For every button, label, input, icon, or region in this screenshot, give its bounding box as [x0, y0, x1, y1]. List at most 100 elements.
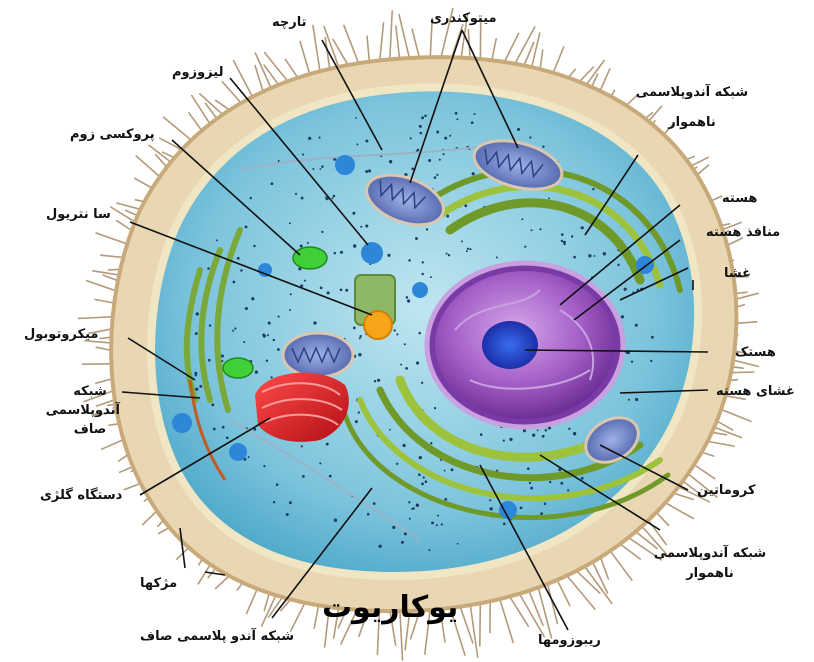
ribosome-dot: [289, 501, 292, 504]
ribosome-dot: [588, 254, 591, 257]
ribosome-dot: [628, 399, 630, 401]
ribosome-dot: [312, 168, 314, 170]
ribosome-dot: [358, 411, 360, 413]
ribosome-dot: [286, 513, 289, 516]
label-rough-er-bottom: شبکه آندوپلاسمی ناهموار: [640, 544, 780, 584]
ribosome-dot: [360, 226, 362, 228]
ribosome-dot: [270, 376, 272, 378]
ribosome-dot: [357, 143, 359, 145]
label-nucleolus: هستک: [735, 344, 776, 362]
ribosome-dot: [277, 348, 280, 351]
label-nuclear-pores: منافذ هسته: [706, 224, 780, 242]
ribosome-dot: [416, 504, 419, 507]
cilium: [380, 23, 384, 63]
ribosome-dot: [521, 218, 523, 220]
ribosome-dot: [253, 245, 255, 247]
ribosome-dot: [417, 149, 420, 152]
lysosome: [361, 242, 383, 264]
ribosome-dot: [415, 237, 418, 240]
ribosome-dot: [300, 244, 303, 247]
label-membrane: غشا: [724, 265, 751, 283]
ribosome-dot: [245, 307, 248, 310]
ribosome-dot: [421, 382, 423, 384]
ribosome-dot: [532, 434, 535, 437]
cilium: [344, 25, 360, 66]
cilium: [556, 578, 570, 606]
ribosome-dot: [561, 233, 564, 236]
label-smooth-er-bottom: شبکه آندو پلاسمی صاف: [140, 628, 294, 646]
ribosome-dot: [278, 316, 280, 318]
ribosome-dot: [529, 482, 531, 484]
ribosome-dot: [255, 370, 258, 373]
ribosome-dot: [509, 438, 512, 441]
ribosome-dot: [222, 426, 225, 429]
ribosome-dot: [365, 170, 368, 173]
ribosome-dot: [421, 273, 423, 275]
cilium: [470, 606, 477, 658]
cilium: [480, 604, 481, 646]
ribosome-dot: [334, 519, 337, 522]
ribosome-dot: [290, 293, 292, 295]
ribosome-dot: [396, 463, 398, 465]
ribosome-dot: [567, 489, 569, 491]
ribosome-dot: [472, 172, 475, 175]
ribosome-dot: [428, 159, 431, 162]
ribosome-dot: [436, 131, 439, 134]
ribosome-dot: [464, 204, 467, 207]
peroxisome: [293, 247, 327, 269]
ribosome-dot: [416, 361, 419, 364]
ribosome-dot: [434, 176, 437, 179]
ribosome-dot: [592, 188, 594, 190]
ribosome-dot: [318, 137, 320, 139]
label-rough-er-top: شبکه آندوپلاسمی ناهموار: [622, 78, 762, 138]
ribosome-dot: [419, 125, 422, 128]
ribosome-dot: [474, 113, 476, 115]
cilium: [399, 15, 410, 61]
ribosome-dot: [308, 137, 311, 140]
ribosome-dot: [409, 518, 411, 520]
ribosome-dot: [426, 228, 428, 230]
cilium: [500, 599, 513, 642]
ribosome-dot: [563, 241, 566, 244]
ribosome-dot: [304, 280, 306, 282]
ribosome-dot: [216, 239, 218, 241]
ribosome-dot: [352, 212, 355, 215]
ribosome-dot: [195, 332, 198, 335]
ribosome-dot: [631, 361, 633, 363]
ribosome-dot: [321, 165, 324, 168]
ribosome-dot: [422, 261, 424, 263]
ribosome-dot: [365, 140, 368, 143]
ribosome-dot: [594, 255, 596, 257]
ribosome-dot: [319, 462, 321, 464]
ribosome-dot: [208, 359, 211, 362]
label-ribosomes: ریبوزومها: [538, 632, 601, 650]
nucleolus: [482, 321, 538, 369]
ribosome-dot: [437, 515, 439, 517]
ribosome-dot: [428, 549, 430, 551]
ribosome-dot: [195, 374, 197, 376]
ribosome-dot: [389, 160, 392, 163]
ribosome-dot: [423, 476, 425, 478]
ribosome-dot: [446, 253, 448, 255]
ribosome-dot: [400, 364, 402, 366]
ribosome-dot: [245, 225, 248, 228]
label-microtubule: میکروتوبول: [24, 326, 98, 344]
ribosome-dot: [355, 117, 357, 119]
ribosome-dot: [430, 442, 432, 444]
ribosome-dot: [405, 367, 408, 370]
ribosome-dot: [240, 269, 242, 271]
ribosome-dot: [248, 456, 250, 458]
label-nucleus: هسته: [722, 190, 757, 208]
mitochondrion: [283, 333, 353, 377]
ribosome-dot: [517, 128, 520, 131]
diagram-title: یوکاریوت: [322, 590, 458, 625]
ribosome-dot: [263, 465, 265, 467]
ribosome-dot: [340, 251, 343, 254]
ribosome-dot: [289, 222, 291, 224]
ribosome-dot: [524, 246, 526, 248]
ribosome-dot: [436, 524, 438, 526]
cilium: [547, 582, 557, 623]
ribosome-dot: [196, 312, 199, 315]
ribosome-dot: [503, 440, 505, 442]
ribosome-dot: [406, 296, 409, 299]
